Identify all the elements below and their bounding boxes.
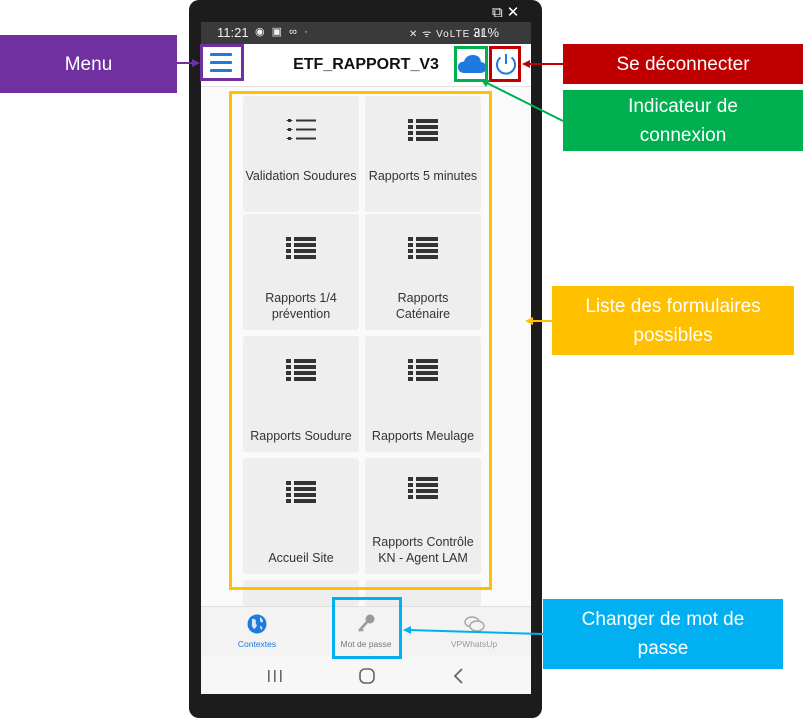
status-notification-icons: ◉ ▣ ∞ ·: [255, 26, 310, 38]
connection-highlight: [454, 46, 488, 82]
form-tile-label: Rapports Contrôle KN - Agent LAM: [372, 535, 474, 565]
form-tile-label: Validation Soudures: [245, 169, 357, 183]
form-tile-rapports-soudure[interactable]: Rapports Soudure: [243, 336, 359, 452]
back-icon[interactable]: [449, 666, 469, 686]
form-tile-label: Rapports Meulage: [371, 429, 475, 443]
menu-button[interactable]: [210, 53, 234, 75]
status-time: 11:21: [217, 25, 249, 40]
nav-label: Contextes: [237, 639, 277, 649]
hamburger-icon: [210, 53, 232, 56]
list-icon: [286, 237, 316, 259]
cloud-icon: [458, 55, 486, 73]
nav-mot-de-passe[interactable]: Mot de passe: [326, 613, 406, 653]
form-tile-label: Rapports Caténaire: [395, 291, 451, 321]
connection-indicator[interactable]: [457, 54, 487, 74]
forms-highlight: [229, 91, 492, 590]
status-battery: 31%: [473, 25, 500, 40]
form-tile-rapports-meulage[interactable]: Rapports Meulage: [365, 336, 481, 452]
phone-screen: 11:21 ◉ ▣ ∞ · ✕ ᯤ VoLTE ıll 31% ETF_RAPP…: [201, 22, 531, 694]
nav-label: Mot de passe: [340, 639, 392, 649]
recent-apps-icon[interactable]: [265, 666, 285, 686]
form-tile-accueil-site[interactable]: Accueil Site: [243, 458, 359, 574]
form-tile-label: Rapports 1/4 prévention: [265, 291, 337, 321]
logout-callout: Se déconnecter: [563, 44, 803, 84]
password-highlight: [332, 597, 402, 659]
password-callout: Changer de mot de passe: [543, 599, 783, 669]
window-controls[interactable]: ⧉✕: [492, 3, 524, 21]
form-tile-rapports-catenaire[interactable]: Rapports Caténaire: [365, 214, 481, 330]
list-icon: [408, 359, 438, 381]
connection-callout: Indicateur de connexion: [563, 90, 803, 151]
list-icon: [408, 477, 438, 499]
form-tile-label: Accueil Site: [268, 551, 334, 565]
hamburger-line: [210, 61, 232, 64]
chat-icon: [464, 616, 485, 632]
form-tile-label: Rapports Soudure: [250, 429, 352, 443]
form-tile-validation-soudures[interactable]: Validation Soudures: [243, 96, 359, 212]
home-icon[interactable]: [357, 666, 377, 686]
status-bar: 11:21 ◉ ▣ ∞ · ✕ ᯤ VoLTE ıll 31%: [201, 22, 531, 44]
nav-label: VPWhatsUp: [450, 639, 498, 649]
form-tile-partial[interactable]: [243, 580, 359, 606]
form-tile-rapports-5-minutes[interactable]: Rapports 5 minutes: [365, 96, 481, 212]
logout-button[interactable]: [491, 49, 521, 79]
forms-callout: Liste des formulaires possibles: [552, 286, 794, 355]
status-signal-icons: ✕ ᯤ VoLTE ıll: [409, 29, 485, 40]
hamburger-line: [210, 69, 232, 72]
power-icon: [496, 54, 516, 75]
menu-callout: Menu: [0, 35, 177, 93]
logout-highlight: [489, 46, 521, 82]
menu-highlight: [200, 44, 244, 81]
checklist-icon: [286, 119, 316, 140]
nav-vpwhatsup[interactable]: VPWhatsUp: [434, 613, 514, 653]
form-tile-rapports-controle-kn[interactable]: Rapports Contrôle KN - Agent LAM: [365, 458, 481, 574]
key-icon: [358, 614, 375, 632]
system-nav-bar: [201, 656, 531, 694]
form-tile-partial[interactable]: [365, 580, 481, 606]
form-tile-label: Rapports 5 minutes: [368, 169, 478, 183]
form-tile-rapports-prevention[interactable]: Rapports 1/4 prévention: [243, 214, 359, 330]
list-icon: [408, 237, 438, 259]
nav-contextes[interactable]: Contextes: [217, 613, 297, 653]
app-title: ETF_RAPPORT_V3: [293, 56, 439, 73]
globe-icon: [247, 614, 267, 634]
list-icon: [286, 359, 316, 381]
list-icon: [408, 119, 438, 141]
list-icon: [286, 481, 316, 503]
